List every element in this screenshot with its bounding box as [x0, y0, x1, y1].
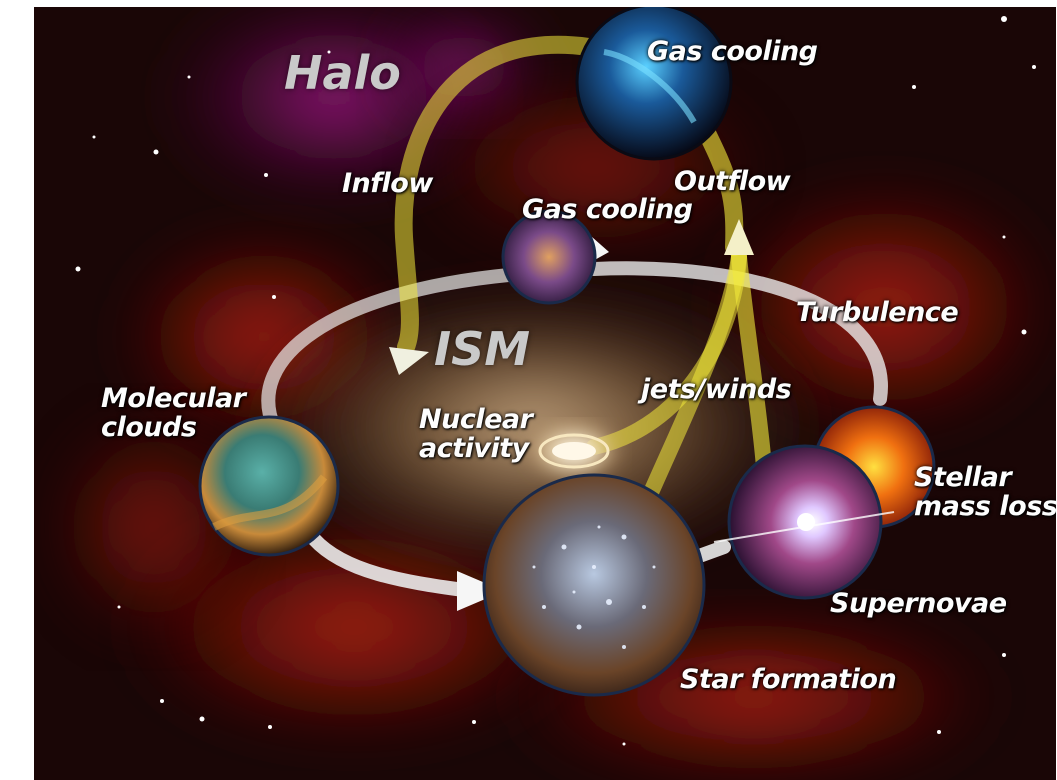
diagram-graphics: [34, 7, 1056, 780]
outflow-arrowhead: [724, 219, 754, 255]
stellar-mass-loss-line-2: mass loss: [914, 491, 1056, 523]
ism-label: ISM: [434, 322, 531, 376]
ism-gas-cooling-image: [501, 209, 597, 305]
outflow-label: Outflow: [674, 166, 791, 197]
jets-winds-label: jets/winds: [641, 374, 792, 405]
supernovae-label: Supernovae: [830, 588, 1007, 619]
starfield: [75, 16, 1041, 746]
wind-from-supernovae: [731, 249, 772, 475]
gas-cooling-halo-label: Gas cooling: [647, 36, 818, 67]
nuclear-core: [526, 423, 622, 479]
nuclear-activity-line-1: Nuclear: [419, 404, 533, 435]
arrowhead-to-star-formation: [457, 571, 504, 611]
diagram-canvas: Halo ISM Gas cooling Gas cooling Inflow …: [34, 7, 1056, 780]
gas-cooling-ism-label: Gas cooling: [522, 194, 693, 225]
halo-label: Halo: [284, 46, 401, 100]
molecular-clouds-label: Molecular clouds: [101, 384, 246, 442]
stellar-mass-loss-line-1: Stellar: [914, 462, 1012, 493]
halo-gas-cooling-image: [575, 7, 733, 161]
supernovae-image: [713, 444, 895, 600]
nuclear-activity-line-2: activity: [419, 433, 529, 465]
star-formation-image: [482, 473, 706, 697]
molecular-clouds-line-1: Molecular: [101, 383, 246, 414]
inflow-arrowhead: [389, 347, 429, 375]
flow-arrows: [389, 36, 772, 505]
wind-from-stars: [641, 249, 747, 505]
molecular-clouds-image: [198, 415, 340, 557]
molecular-clouds-line-2: clouds: [101, 412, 197, 444]
nuclear-activity-label: Nuclear activity: [419, 404, 533, 465]
star-formation-label: Star formation: [680, 664, 897, 695]
ism-cycle-arrow: [261, 237, 888, 611]
inflow-arrow: [394, 36, 598, 356]
turbulence-label: Turbulence: [796, 297, 959, 328]
stellar-mass-loss-label: Stellar mass loss: [914, 463, 1056, 521]
inflow-label: Inflow: [342, 168, 433, 199]
